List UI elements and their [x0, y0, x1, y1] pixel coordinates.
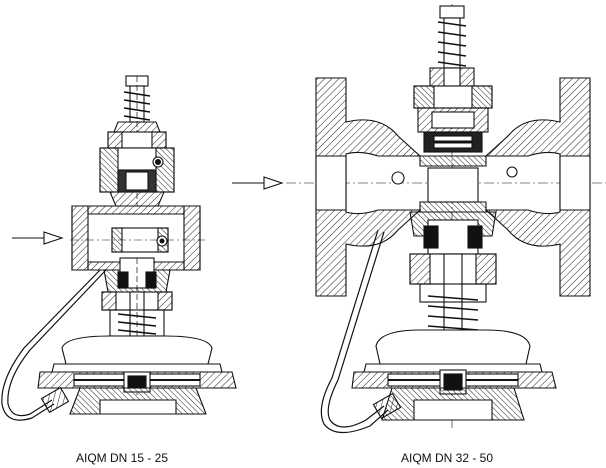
flange-right — [484, 77, 591, 297]
caption-dn32-50: AIQM DN 32 - 50 — [401, 451, 494, 465]
spindle-top-large — [413, 5, 493, 153]
flange-left — [315, 77, 422, 297]
diaphragm-housing-small — [37, 335, 237, 415]
impulse-tube-large — [320, 229, 402, 434]
flow-arrow-right — [232, 176, 284, 190]
valve-seat-large — [419, 155, 487, 213]
impulse-tube-small — [1, 269, 107, 421]
valve-small — [1, 75, 237, 421]
spindle-top-small — [99, 75, 175, 215]
caption-dn15-25: AIQM DN 15 - 25 — [76, 451, 169, 465]
valve-large — [232, 4, 606, 434]
diaphragm-housing-large — [351, 329, 557, 421]
stem-lower-large — [409, 211, 497, 349]
flow-arrow-left — [12, 231, 64, 245]
